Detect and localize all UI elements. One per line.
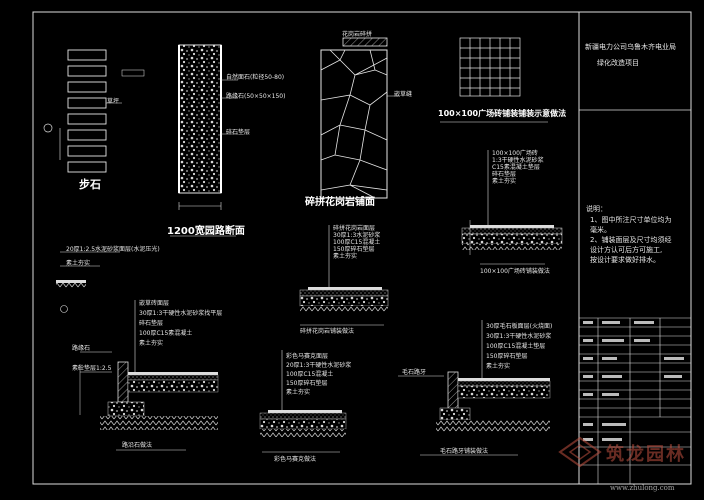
stepping-side-label: 草坪: [107, 98, 120, 105]
rubble-section-title: 毛石路牙铺装做法: [440, 448, 489, 455]
title-block: [578, 11, 692, 485]
stepping-stones-plan: [59, 49, 145, 173]
tile-layer-list: 100×100广场砖 1:3干硬性水泥砂浆 C15素混凝土垫层 碎石垫层 素土夯…: [492, 150, 544, 185]
mosaic-layer-2: 20厚1:3干硬性水泥砂浆: [286, 362, 352, 369]
note-line-5: 按设计要求做好排水。: [590, 256, 660, 264]
tile-layer-2: 1:3干硬性水泥砂浆: [492, 157, 544, 164]
kerb-layer-4: 100厚C15素混凝土: [139, 330, 193, 337]
path-label-3: 碎石垫层: [226, 129, 251, 136]
section-marker-icon: [43, 123, 53, 133]
watermark-text: 筑龙园林: [606, 444, 686, 465]
tile-section: [461, 150, 563, 265]
project-name-line-1: 新疆电力公司乌鲁木齐电业局: [585, 43, 676, 51]
rubble-layer-5: 素土夯实: [486, 363, 511, 370]
rubble-layer-list: 30厚毛石板面层(火烧面) 30厚1:3干硬性水泥砂浆 100厚C15混凝土垫层…: [486, 322, 552, 372]
mosaic-layer-list: 彩色马赛克面层 20厚1:3干硬性水泥砂浆 100厚C15混凝土 150厚碎石垫…: [286, 352, 351, 397]
note-line-1: 1、图中所注尺寸单位均为: [590, 216, 672, 224]
notes-list: 1、图中所注尺寸单位均为 毫米。 2、铺装面层及尺寸均须经 设计方认可后方可施工…: [590, 215, 671, 265]
tile-section-title: 100×100广场砖铺装做法: [480, 268, 550, 275]
stepping-stone-title: 步石: [79, 178, 101, 191]
flag-layer-3: 100厚C15混凝土: [333, 239, 381, 246]
mosaic-layer-1: 彩色马赛克面层: [286, 353, 329, 360]
rubble-layer-3: 100厚C15混凝土垫层: [486, 343, 546, 350]
plain-lead-label-2: 素土夯实: [66, 260, 91, 267]
rubble-layer-4: 150厚碎石垫层: [486, 353, 528, 360]
title-block-table: [579, 317, 691, 484]
kerb-section-title: 路沿石做法: [122, 442, 153, 449]
note-line-2: 毫米。: [590, 226, 611, 234]
path-label-2: 路缘石(50×50×150): [226, 93, 286, 100]
kerb-layer-1: 嵌草砖面层: [139, 300, 170, 307]
flagstone-side-label: 嵌草缝: [394, 91, 413, 98]
flag-layer-4: 150厚碎石垫层: [333, 246, 375, 253]
kerb-layer-3: 碎石垫层: [139, 320, 164, 327]
flag-layer-2: 30厚1:3水泥砂浆: [333, 232, 381, 239]
kerb-layer-2: 30厚1:3干硬性水泥砂浆找平层: [139, 310, 223, 317]
note-line-3: 2、铺装面层及尺寸均须经: [590, 236, 672, 244]
mosaic-layer-5: 素土夯实: [286, 389, 311, 396]
kerb-dim-label: 素砼垫层1:2.5: [72, 365, 112, 372]
watermark-url: www.zhulong.com: [610, 484, 675, 492]
kerb-layer-list: 嵌草砖面层 30厚1:3干硬性水泥砂浆找平层 碎石垫层 100厚C15素混凝土 …: [139, 299, 222, 349]
plain-path-section: [56, 251, 120, 313]
flagstone-title: 碎拼花岗岩铺面: [305, 197, 375, 208]
mosaic-layer-4: 150厚碎石垫层: [286, 380, 328, 387]
path-label-1: 自然面石(粒径50-80): [226, 74, 285, 81]
notes-title: 说明：: [586, 205, 607, 213]
flagstone-layer-list: 碎拼花岗岩面层 30厚1:3水泥砂浆 100厚C15混凝土 150厚碎石垫层 素…: [333, 225, 380, 260]
flagstone-top-label: 花岗岩碎拼: [342, 31, 373, 38]
path-1200-title: 1200宽园路断面: [167, 226, 245, 237]
note-line-4: 设计方认可后方可施工,: [590, 246, 663, 254]
flagstone-plan: [320, 37, 400, 199]
plain-lead-label: 20厚1:2.5水泥砂浆面层(水泥压光): [66, 246, 160, 253]
rubble-layer-2: 30厚1:3干硬性水泥砂浆: [486, 333, 552, 340]
rubble-kerb-section: [398, 320, 551, 456]
detail-marker-icon: [60, 305, 68, 313]
tile-layer-3: C15素混凝土垫层: [492, 164, 540, 171]
watermark-logo-icon: [558, 436, 602, 468]
mosaic-section-title: 彩色马赛克做法: [274, 456, 317, 463]
tile-grid-plan: [440, 37, 548, 123]
kerb-layer-5: 素土夯实: [139, 340, 164, 347]
project-name-line-2: 绿化改造项目: [597, 59, 639, 67]
tile-layer-5: 素土夯实: [492, 178, 517, 185]
tile-grid-title: 100×100广场砖铺装铺装示意做法: [438, 109, 567, 118]
mosaic-layer-3: 100厚C15混凝土: [286, 371, 334, 378]
mosaic-section: [259, 350, 347, 453]
flag-layer-1: 碎拼花岗岩面层: [333, 225, 376, 232]
tile-layer-1: 100×100广场砖: [492, 150, 538, 157]
flag-layer-5: 素土夯实: [333, 253, 358, 260]
flagstone-section: [299, 225, 389, 326]
kerb-section: [79, 300, 219, 451]
tile-layer-4: 碎石垫层: [492, 171, 517, 178]
flagstone-section-title: 碎拼花岗岩铺装做法: [300, 328, 355, 335]
rubble-small-label: 毛石路牙: [402, 369, 427, 376]
kerb-small-label: 路缘石: [72, 345, 91, 352]
title-block-cell-text: [583, 321, 684, 441]
rubble-layer-1: 30厚毛石板面层(火烧面): [486, 323, 553, 330]
path-1200-section: [170, 44, 238, 237]
